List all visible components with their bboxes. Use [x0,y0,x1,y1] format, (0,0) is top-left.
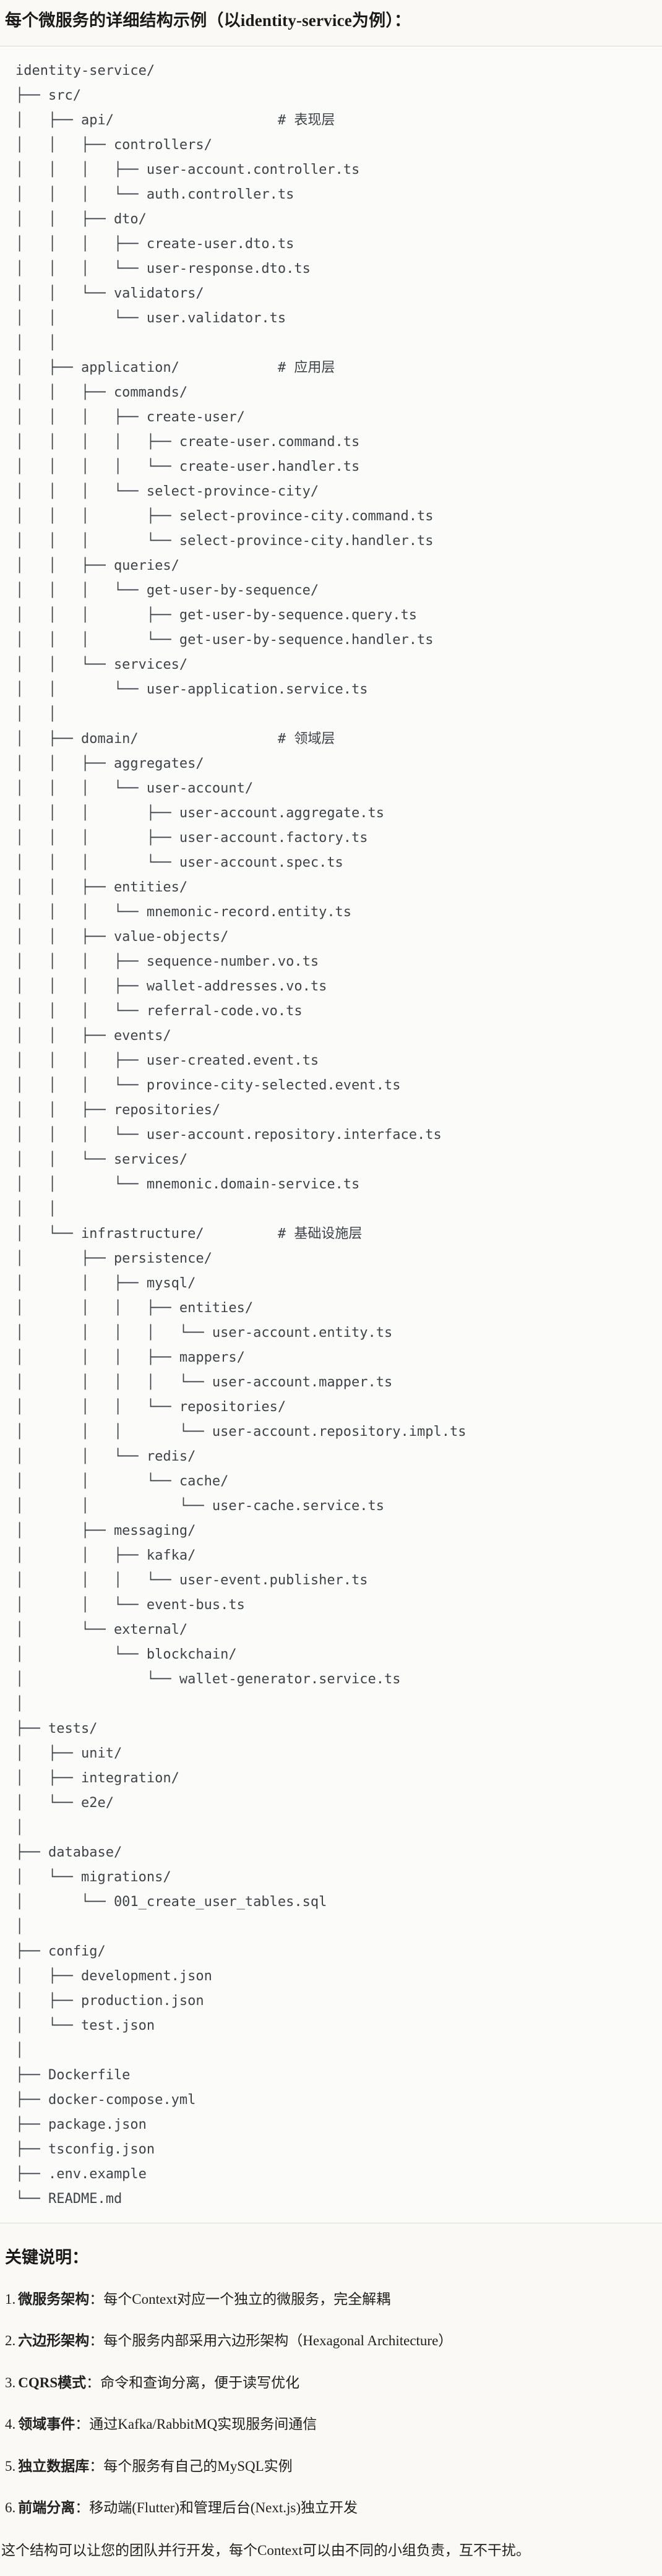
note-term: 六边形架构 [18,2333,90,2349]
note-colon: ： [86,2374,101,2390]
note-desc: 每个服务内部采用六边形架构（Hexagonal Architecture） [103,2333,453,2349]
notes-heading: 关键说明： [5,2248,88,2267]
note-term: 领域事件 [18,2416,75,2432]
note-desc: 命令和查询分离，便于读写优化 [100,2374,300,2390]
note-desc: 每个服务有自己的MySQL实例 [103,2458,293,2474]
note-term: CQRS模式 [18,2374,87,2390]
note-number: 1. [5,2291,16,2307]
note-colon: ： [75,2499,90,2515]
note-desc: 移动端(Flutter)和管理后台(Next.js)独立开发 [89,2499,358,2515]
note-item: 6.前端分离：移动端(Flutter)和管理后台(Next.js)独立开发 [5,2500,657,2516]
note-number: 4. [5,2416,16,2432]
note-item: 2.六边形架构：每个服务内部采用六边形架构（Hexagonal Architec… [5,2333,657,2349]
directory-tree: identity-service/ ├── src/ │ ├── api/ # … [15,62,466,2207]
note-term: 前端分离 [18,2499,75,2515]
key-notes-section: 关键说明： 1.微服务架构：每个Context对应一个独立的微服务，完全解耦 2… [0,2244,662,2576]
note-colon: ： [89,2458,104,2474]
note-term: 独立数据库 [18,2458,90,2474]
note-item: 5.独立数据库：每个服务有自己的MySQL实例 [5,2458,657,2475]
note-number: 3. [5,2374,16,2390]
code-block: identity-service/ ├── src/ │ ├── api/ # … [0,45,662,2223]
note-item: 3.CQRS模式：命令和查询分离，便于读写优化 [5,2375,657,2391]
note-term: 微服务架构 [18,2291,90,2307]
note-item: 1.微服务架构：每个Context对应一个独立的微服务，完全解耦 [5,2291,657,2308]
note-number: 2. [5,2333,16,2349]
note-colon: ： [75,2416,90,2432]
note-colon: ： [89,2333,104,2349]
note-colon: ： [89,2291,104,2307]
note-number: 6. [5,2499,16,2515]
note-desc: 每个Context对应一个独立的微服务，完全解耦 [103,2291,391,2307]
page-title: 每个微服务的详细结构示例（以identity-service为例）： [5,11,411,30]
note-item: 4.领域事件：通过Kafka/RabbitMQ实现服务间通信 [5,2416,657,2432]
note-desc: 通过Kafka/RabbitMQ实现服务间通信 [89,2416,317,2432]
note-number: 5. [5,2458,16,2474]
notes-list: 1.微服务架构：每个Context对应一个独立的微服务，完全解耦 2.六边形架构… [5,2291,657,2517]
